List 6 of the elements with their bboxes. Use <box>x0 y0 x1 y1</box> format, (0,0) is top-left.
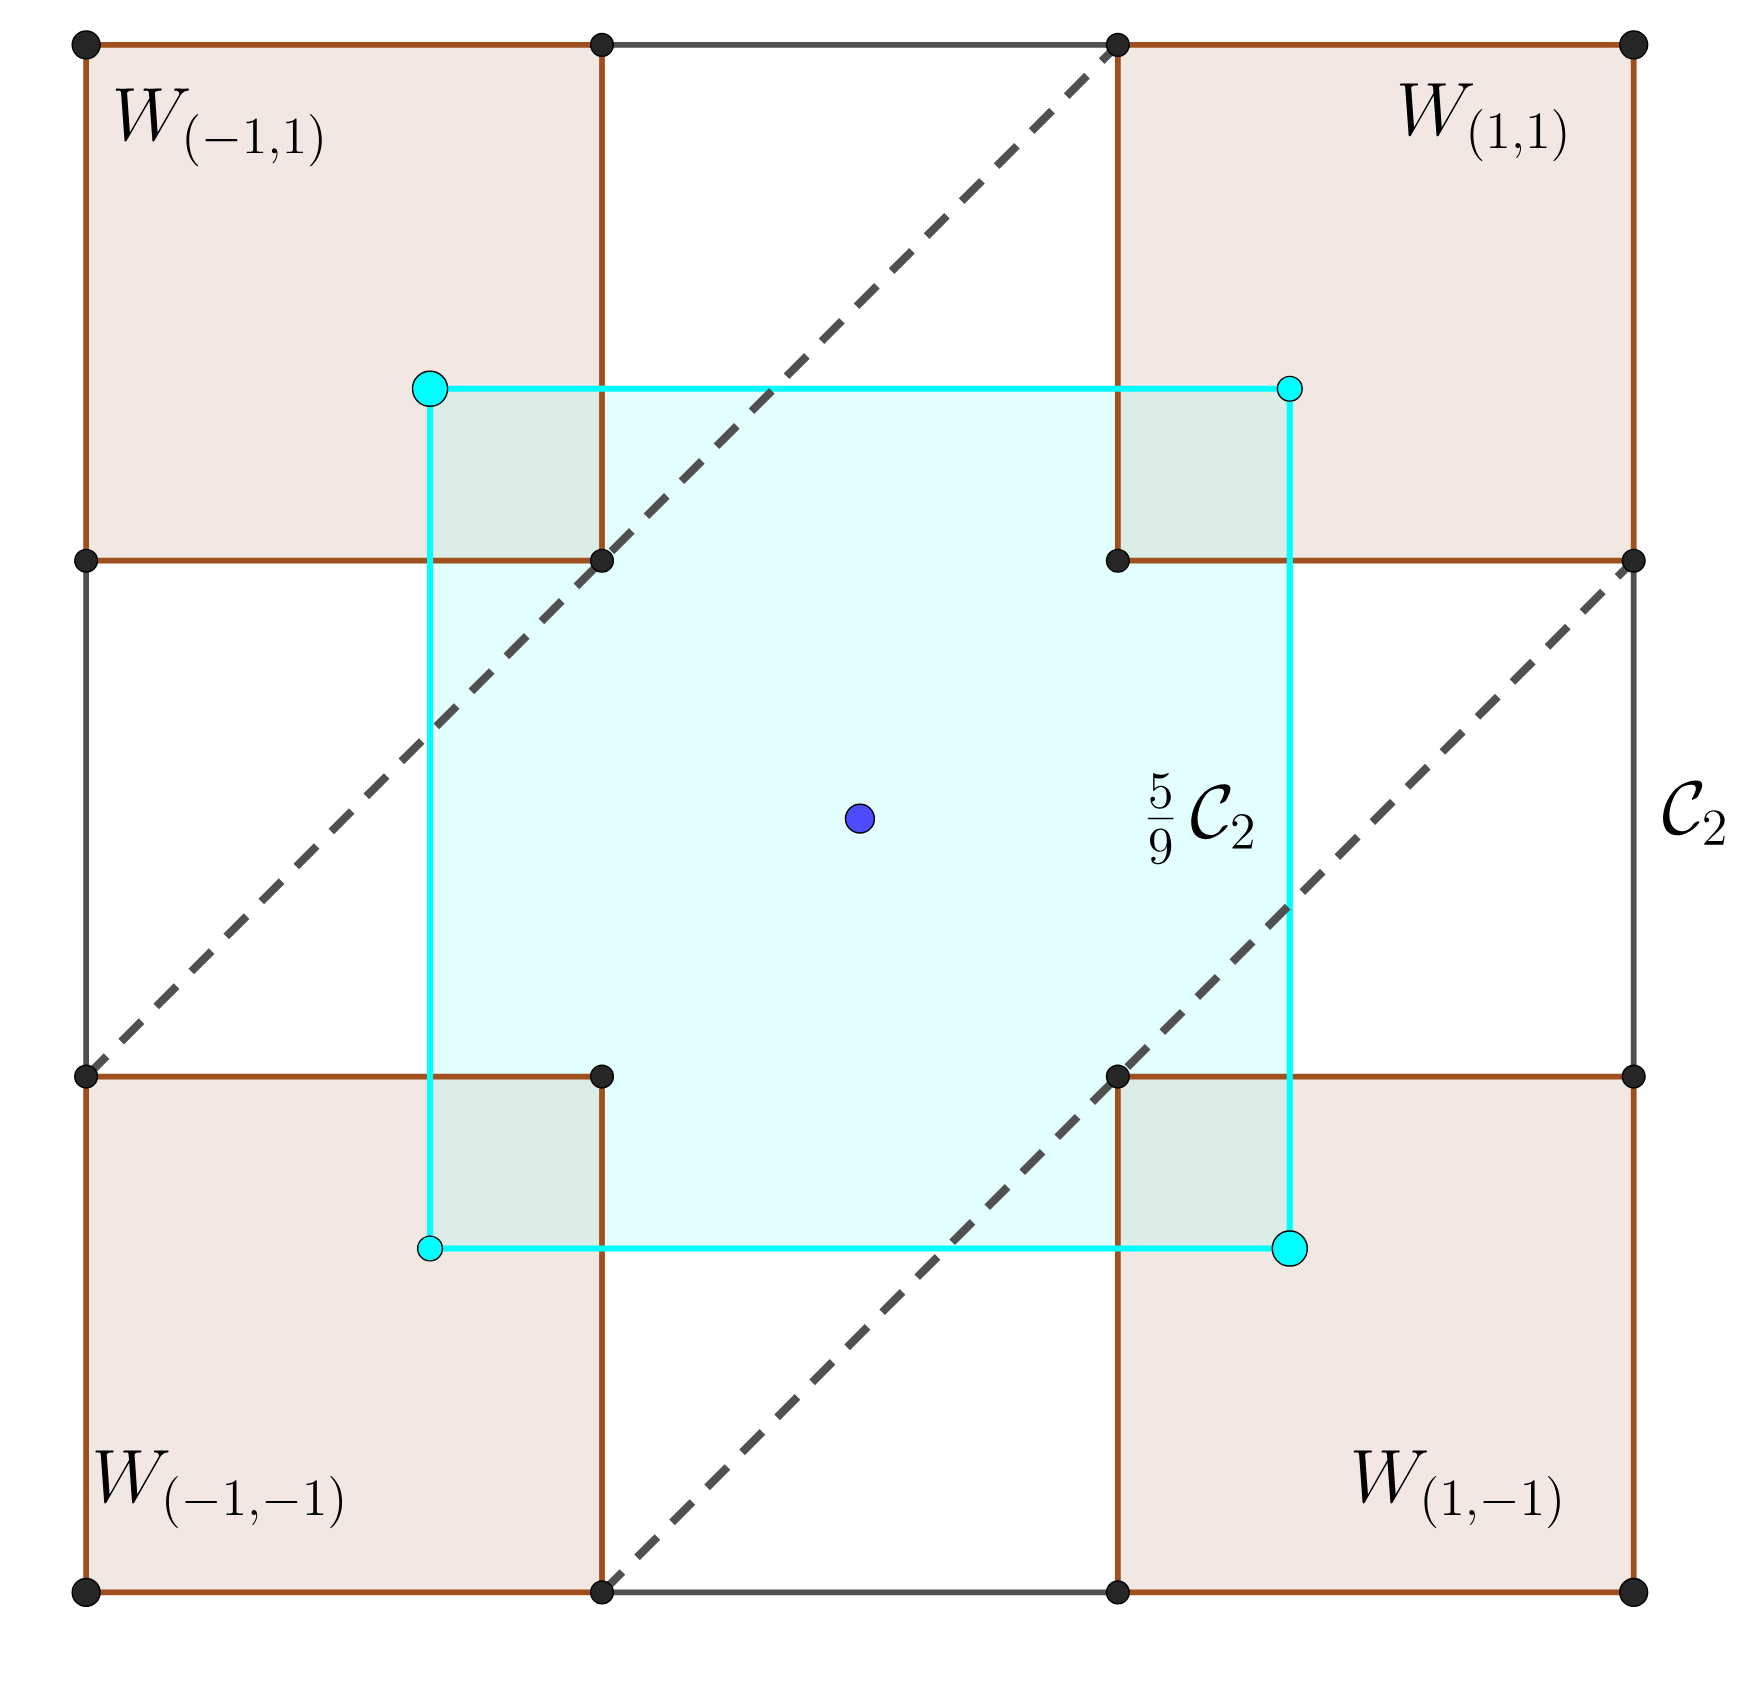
region-square: $W_{(-1,1)}$ <box>83 42 605 564</box>
region-square: $W_{(1,-1)}$ <box>1114 1073 1637 1596</box>
scaled-square: $\frac{5}{9}\,\mathcal{C}_2$ <box>426 385 1293 1252</box>
region-square: $W_{(1,1)}$ <box>1114 42 1637 564</box>
region-square: $W_{(-1,-1)}$ <box>83 1073 605 1596</box>
curve-label: $\mathcal{C}_2$ <box>1663 780 1725 845</box>
